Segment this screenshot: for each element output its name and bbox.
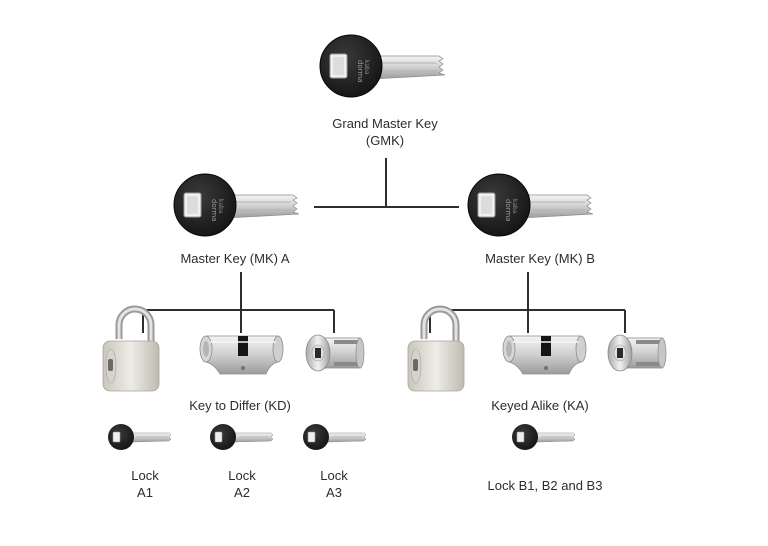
euro-cylinder-a-icon	[199, 335, 284, 375]
euro-cylinder-b-icon	[502, 335, 587, 375]
keyed-alike-label: Keyed Alike (KA)	[491, 398, 589, 413]
lock-a2-label: Lock A2	[228, 468, 256, 500]
key-a2-icon	[209, 423, 274, 451]
padlock-b-icon	[408, 309, 464, 391]
grand-master-key-label: Grand Master Key (GMK)	[332, 116, 438, 148]
cam-lock-b-icon	[607, 334, 667, 372]
key-a3-icon	[302, 423, 367, 451]
master-key-a-label: Master Key (MK) A	[180, 251, 290, 266]
master-key-b-label: Master Key (MK) B	[485, 251, 595, 266]
master-key-a-icon	[173, 173, 300, 237]
lock-a1-label: Lock A1	[131, 468, 159, 500]
lock-b-label: Lock B1, B2 and B3	[487, 478, 603, 493]
master-key-b-icon	[467, 173, 594, 237]
grand-master-key-icon	[319, 34, 446, 98]
lock-a3-label: Lock A3	[320, 468, 348, 500]
connector-lines	[142, 158, 626, 333]
key-to-differ-label: Key to Differ (KD)	[189, 398, 291, 413]
padlock-a-icon	[103, 309, 159, 391]
cam-lock-a-icon	[305, 334, 365, 372]
key-b-icon	[511, 423, 576, 451]
key-a1-icon	[107, 423, 172, 451]
